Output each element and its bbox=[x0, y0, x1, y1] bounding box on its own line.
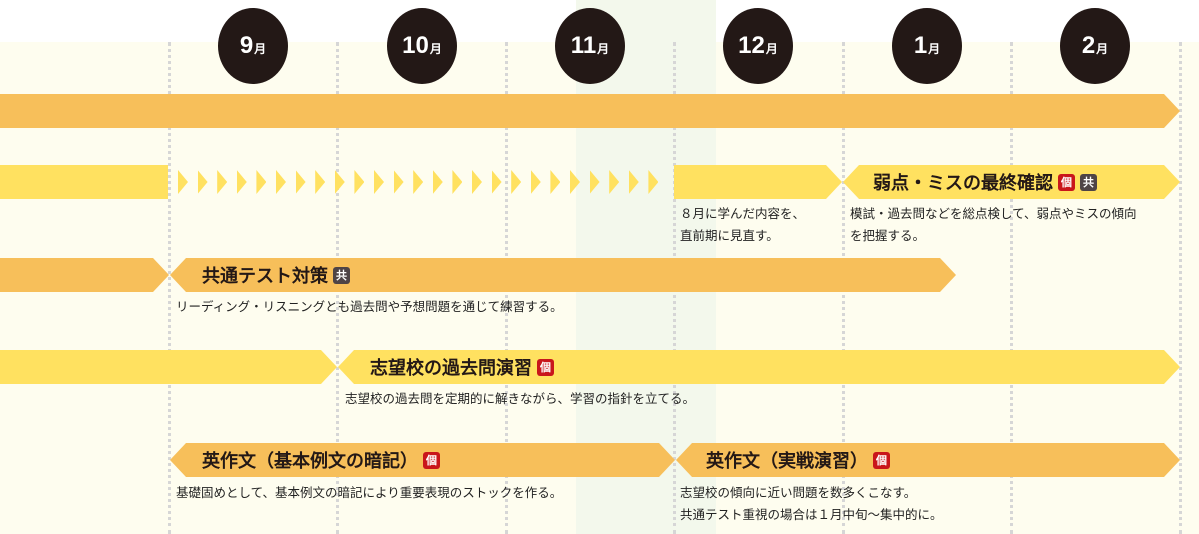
common-badge: 共 bbox=[1080, 174, 1097, 191]
chevron-arrow-icon bbox=[570, 170, 580, 194]
writing-basic-desc: 基礎固めとして、基本例文の暗記により重要表現のストックを作る。 bbox=[176, 485, 563, 500]
common-test-desc: リーディング・リスニングとも過去問や予想問題を通じて練習する。 bbox=[176, 299, 563, 314]
chevron-arrow-icon bbox=[432, 170, 443, 194]
desc-line: を把握する。 bbox=[850, 228, 926, 243]
chevron-arrow-icon bbox=[354, 170, 365, 194]
chevron-arrow-icon bbox=[452, 170, 463, 194]
chevron-arrow-icon bbox=[374, 170, 384, 194]
chevron-arrow-icon bbox=[589, 170, 600, 194]
review-final-desc: 模試・過去問などを総点検して、弱点やミスの傾向を把握する。 bbox=[850, 203, 1137, 247]
column-divider bbox=[168, 42, 171, 534]
month-unit: 月 bbox=[928, 41, 941, 56]
chevron-arrow-icon bbox=[530, 170, 541, 194]
bar-title: 弱点・ミスの最終確認 bbox=[873, 173, 1053, 194]
chevron-arrow-icon bbox=[315, 170, 326, 194]
bar-title: 共通テスト対策 bbox=[202, 266, 328, 287]
column-divider bbox=[1010, 42, 1013, 534]
month-number: 1 bbox=[913, 32, 928, 59]
common-test-lead-bar bbox=[0, 258, 169, 292]
individual-badge: 個 bbox=[1058, 174, 1075, 191]
common-test-bar: 共通テスト対策 共 bbox=[170, 258, 956, 292]
writing-basic-bar: 英作文（基本例文の暗記） 個 bbox=[170, 443, 675, 477]
chevron-arrow-icon bbox=[276, 170, 286, 194]
chevron-arrow-icon bbox=[472, 170, 482, 194]
desc-line: 直前期に見直す。 bbox=[680, 228, 779, 243]
month-number: 2 bbox=[1081, 32, 1096, 59]
review-summer-desc: ８月に学んだ内容を、直前期に見直す。 bbox=[680, 203, 805, 247]
month-unit: 月 bbox=[765, 41, 778, 56]
chevron-arrow-icon bbox=[256, 170, 267, 194]
common-badge: 共 bbox=[333, 267, 350, 284]
individual-badge: 個 bbox=[537, 359, 554, 376]
month-number: 11 bbox=[570, 32, 597, 59]
month-unit: 月 bbox=[429, 41, 442, 56]
desc-line: ８月に学んだ内容を、 bbox=[680, 206, 806, 221]
chevron-arrow-icon bbox=[393, 170, 404, 194]
past-exams-bar: 志望校の過去問演習 個 bbox=[338, 350, 1180, 384]
desc-line: 志望校の傾向に近い問題を数多くこなす。 bbox=[680, 485, 917, 500]
individual-badge: 個 bbox=[423, 452, 440, 469]
bar-title: 志望校の過去問演習 bbox=[370, 358, 532, 379]
chevron-arrow-icon bbox=[236, 170, 247, 194]
chevron-arrow-icon bbox=[217, 170, 228, 194]
individual-badge: 個 bbox=[873, 452, 890, 469]
past-exams-desc: 志望校の過去問を定期的に解きながら、学習の指針を立てる。 bbox=[345, 391, 696, 406]
desc-line: 共通テスト重視の場合は１月中旬～集中的に。 bbox=[680, 507, 943, 522]
chevron-arrow-icon bbox=[550, 170, 561, 194]
chevron-arrow-icon bbox=[628, 170, 639, 194]
chevron-arrow-icon bbox=[178, 170, 188, 194]
chevron-arrow-icon bbox=[609, 170, 620, 194]
chevron-arrow-icon bbox=[648, 170, 659, 194]
full-period-bar bbox=[0, 94, 1180, 128]
month-unit: 月 bbox=[597, 41, 610, 56]
bar-title: 英作文（基本例文の暗記） bbox=[202, 451, 418, 472]
writing-practice-desc: 志望校の傾向に近い問題を数多くこなす。共通テスト重視の場合は１月中旬～集中的に。 bbox=[680, 482, 943, 526]
review-lead-bar bbox=[0, 165, 168, 199]
bar-title: 英作文（実戦演習） bbox=[706, 451, 868, 472]
month-number: 9 bbox=[239, 32, 254, 59]
chevron-arrow-icon bbox=[197, 170, 208, 194]
chevron-arrow-icon bbox=[491, 170, 502, 194]
chevron-arrow-icon bbox=[511, 170, 522, 194]
review-summer-bar bbox=[674, 165, 842, 199]
month-number: 12 bbox=[738, 32, 765, 59]
past-exams-lead-bar bbox=[0, 350, 337, 384]
month-unit: 月 bbox=[1096, 41, 1109, 56]
chevron-arrow-icon bbox=[334, 170, 345, 194]
desc-line: 模試・過去問などを総点検して、弱点やミスの傾向 bbox=[850, 206, 1137, 221]
column-divider bbox=[1179, 42, 1182, 534]
writing-practice-bar: 英作文（実戦演習） 個 bbox=[676, 443, 1180, 477]
chevron-arrow-icon bbox=[413, 170, 424, 194]
month-number: 10 bbox=[402, 32, 429, 59]
chevron-arrow-icon bbox=[295, 170, 306, 194]
month-unit: 月 bbox=[254, 41, 267, 56]
review-final-bar: 弱点・ミスの最終確認 個 共 bbox=[843, 165, 1180, 199]
